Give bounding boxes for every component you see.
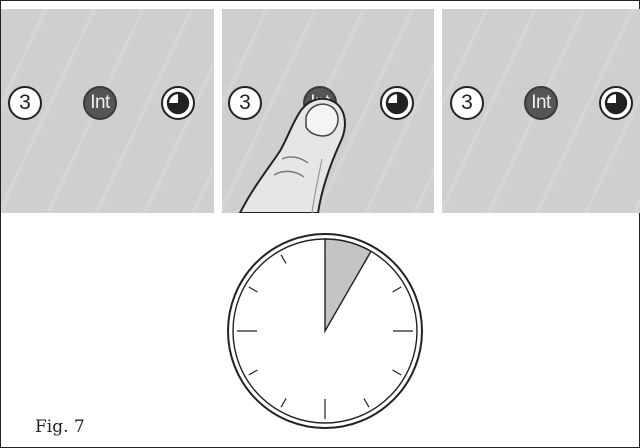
int-button[interactable]: Int: [83, 86, 117, 120]
int-button-label: Int: [310, 92, 330, 114]
timer-icon: [163, 88, 193, 118]
figure-caption: Fig. 7: [35, 417, 85, 437]
number-button-label: 3: [239, 91, 251, 115]
number-button[interactable]: 3: [450, 86, 484, 120]
control-panel-before: 3 Int: [1, 9, 214, 213]
timer-button[interactable]: [380, 86, 414, 120]
timer-icon: [382, 88, 412, 118]
number-button-label: 3: [19, 91, 31, 115]
int-button[interactable]: Int: [524, 86, 558, 120]
timer-button[interactable]: [161, 86, 195, 120]
int-button-label: Int: [90, 92, 110, 114]
clock-dial: [225, 231, 425, 431]
number-button[interactable]: 3: [8, 86, 42, 120]
timer-icon: [601, 88, 631, 118]
number-button-label: 3: [461, 91, 473, 115]
control-panel-after: 3 Int: [442, 9, 640, 213]
number-button[interactable]: 3: [228, 86, 262, 120]
clock-dial-icon: [225, 231, 425, 431]
int-button-pressed[interactable]: Int: [303, 86, 337, 120]
control-panel-pressing: 3 Int: [222, 9, 434, 213]
int-button-label: Int: [531, 92, 551, 114]
timer-button[interactable]: [599, 86, 633, 120]
